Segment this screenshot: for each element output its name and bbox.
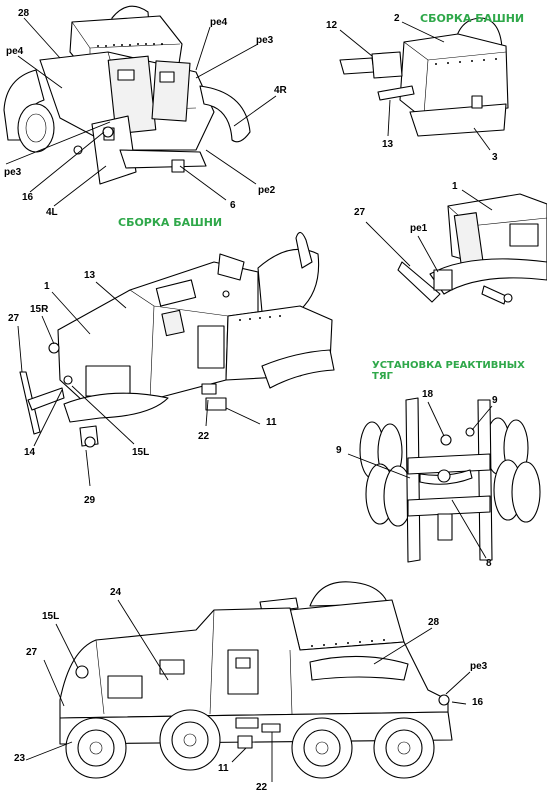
callout-11: 11: [218, 763, 229, 774]
callout-22: 22: [256, 782, 268, 793]
section-title-reaction-rods: УСТАНОВКА РЕАКТИВНЫХ ТЯГ: [372, 360, 525, 382]
callout-13: 13: [382, 139, 394, 150]
callout-15L: 15L: [42, 611, 60, 622]
hull-side-view: [17, 231, 335, 487]
callout-18: 18: [422, 389, 434, 400]
callout-13: 13: [84, 270, 96, 281]
callout-16: 16: [472, 697, 484, 708]
callout-pe4: pe4: [6, 46, 24, 57]
callout-9: 9: [492, 395, 498, 406]
callout-pe3: pe3: [256, 35, 274, 46]
callout-3: 3: [492, 152, 498, 163]
callout-6: 6: [230, 200, 236, 211]
callout-2: 2: [394, 13, 400, 24]
callout-16: 16: [22, 192, 34, 203]
callout-pe3: pe3: [4, 167, 22, 178]
front-hull-view: [3, 5, 277, 207]
callout-14: 14: [24, 447, 36, 458]
full-vehicle-view: [25, 581, 471, 782]
callout-4R: 4R: [274, 85, 287, 96]
callout-24: 24: [110, 587, 122, 598]
callout-23: 23: [14, 753, 26, 764]
callout-28: 28: [428, 617, 440, 628]
section-title-line2: ТЯГ: [372, 370, 393, 382]
callout-27: 27: [26, 647, 38, 658]
callout-12: 12: [326, 20, 338, 31]
callout-22: 22: [198, 431, 210, 442]
callout-pe4: pe4: [210, 17, 228, 28]
callout-15L: 15L: [132, 447, 150, 458]
section-title-turret-assembly-mid: СБОРКА БАШНИ: [118, 216, 223, 229]
section-title-turret-assembly: СБОРКА БАШНИ: [420, 12, 525, 25]
callout-1: 1: [452, 181, 458, 192]
front-plate-view: [365, 189, 547, 305]
callout-8: 8: [486, 558, 492, 569]
turret-assembly-view: [339, 17, 509, 151]
callout-pe2: pe2: [258, 185, 276, 196]
callout-29: 29: [84, 495, 96, 506]
callout-1: 1: [44, 281, 50, 292]
callout-pe1: pe1: [410, 223, 428, 234]
callout-4L: 4L: [46, 207, 58, 218]
callout-15R: 15R: [30, 304, 49, 315]
reaction-rods-view: [347, 397, 541, 563]
section-title-line1: УСТАНОВКА РЕАКТИВНЫХ: [372, 360, 525, 371]
callout-9: 9: [336, 445, 342, 456]
callout-28: 28: [18, 8, 30, 19]
callout-pe3: pe3: [470, 661, 488, 672]
callout-27: 27: [8, 313, 20, 324]
callout-27: 27: [354, 207, 366, 218]
callout-11: 11: [266, 417, 277, 428]
